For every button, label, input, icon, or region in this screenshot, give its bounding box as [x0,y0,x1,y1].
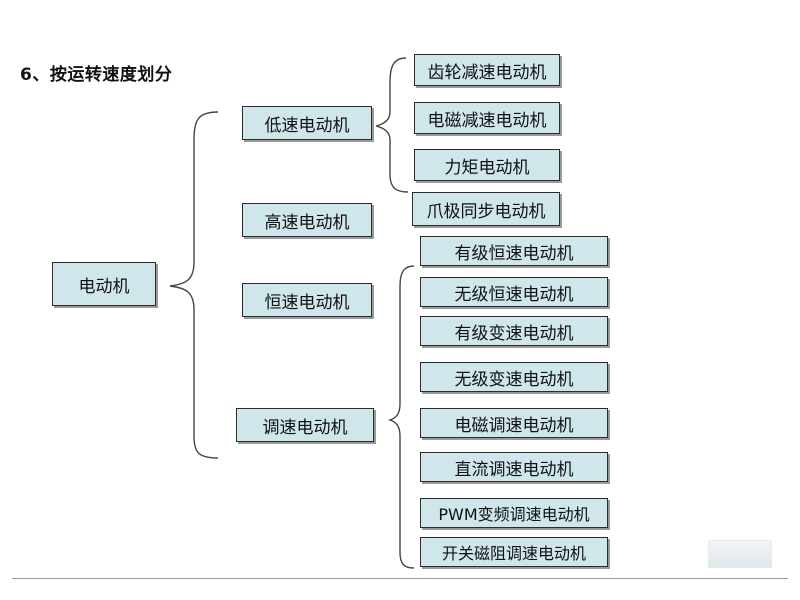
watermark-logo [708,540,772,568]
node-electromagnetic-reduction-motor: 电磁减速电动机 [414,102,560,134]
node-constant-speed-motor: 恒速电动机 [242,283,372,317]
node-speed-control-motor: 调速电动机 [236,408,374,442]
node-stepless-variable-speed-motor: 无级变速电动机 [420,362,608,392]
node-torque-motor: 力矩电动机 [414,149,560,181]
root-brace [169,111,219,459]
bottom-divider [12,578,788,579]
node-electromagnetic-speed-control-motor: 电磁调速电动机 [420,408,608,438]
node-low-speed-motor: 低速电动机 [242,106,372,140]
speed-control-brace [387,265,415,569]
node-switched-reluctance-motor: 开关磁阻调速电动机 [420,537,608,567]
node-pwm-variable-frequency-motor: PWM变频调速电动机 [420,498,608,528]
node-high-speed-motor: 高速电动机 [242,203,372,237]
node-gear-reduction-motor: 齿轮减速电动机 [414,54,560,86]
node-claw-pole-synchronous-motor: 爪极同步电动机 [412,192,560,226]
node-stepped-variable-speed-motor: 有级变速电动机 [420,316,608,346]
low-speed-brace [375,57,409,193]
page-title: 6、按运转速度划分 [20,65,173,85]
root-node: 电动机 [52,262,156,306]
node-dc-speed-control-motor: 直流调速电动机 [420,452,608,482]
node-stepped-constant-speed-motor: 有级恒速电动机 [420,236,608,266]
node-stepless-constant-speed-motor: 无级恒速电动机 [420,277,608,307]
